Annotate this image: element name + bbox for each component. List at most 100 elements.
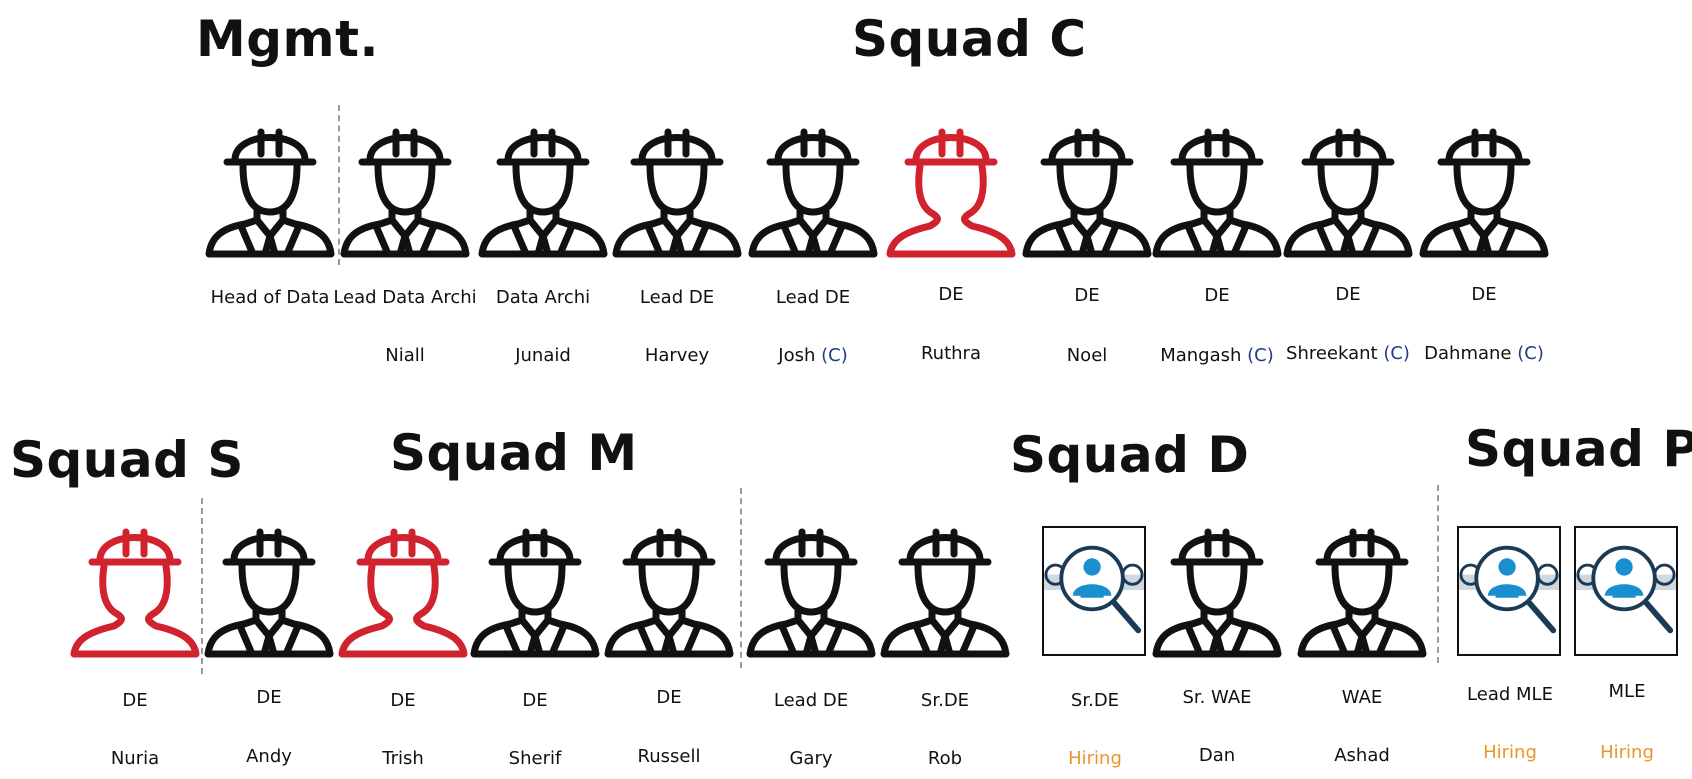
member-role: Sr.DE xyxy=(1070,690,1120,711)
divider-mgmt-squad-c xyxy=(338,105,340,265)
divider-squad-s-squad-m xyxy=(201,498,203,674)
male-worker-hardhat-icon xyxy=(1152,508,1282,658)
member-role: Lead Data Archi xyxy=(333,287,477,308)
member-name-text: Harvey xyxy=(644,345,710,366)
member-name-text: Gary xyxy=(789,748,833,769)
member-name: Niall xyxy=(320,345,490,366)
member-role: Lead MLE xyxy=(1467,684,1553,705)
member-name-text: Niall xyxy=(385,345,425,366)
section-title-squad-m: Squad M xyxy=(390,424,638,482)
member-name-text: Dan xyxy=(1198,745,1236,766)
hiring-search-person-icon xyxy=(1562,508,1692,658)
member-name-text: Ashad xyxy=(1334,745,1390,766)
contractor-flag: (C) xyxy=(821,345,848,366)
contractor-flag: (C) xyxy=(1383,343,1410,364)
member-name: Shreekant (C) xyxy=(1263,343,1433,364)
female-worker-hardhat-icon xyxy=(886,108,1016,258)
hiring-status: Hiring xyxy=(1010,748,1180,769)
member-role: DE xyxy=(938,284,964,305)
member-name: Gary xyxy=(726,748,896,769)
contractor-flag: (C) xyxy=(1247,345,1274,366)
member-name-text: Andy xyxy=(246,746,292,767)
male-worker-hardhat-icon xyxy=(205,108,335,258)
member-name-text: Hiring xyxy=(1068,748,1122,769)
member-name: Sherif xyxy=(450,748,620,769)
member-name: Mangash (C) xyxy=(1132,345,1302,366)
member-role: DE xyxy=(122,690,148,711)
female-worker-hardhat-icon xyxy=(70,508,200,658)
female-worker-hardhat-icon xyxy=(338,508,468,658)
member-role: WAE xyxy=(1341,687,1383,708)
member-name: Dan xyxy=(1132,745,1302,766)
member-name-text: Sherif xyxy=(508,748,562,769)
member-role: MLE xyxy=(1608,681,1646,702)
member-role: DE xyxy=(390,690,416,711)
male-worker-hardhat-icon xyxy=(880,508,1010,658)
member-name: Nuria xyxy=(50,748,220,769)
member-name: Ruthra xyxy=(866,343,1036,364)
member-name-text: Rob xyxy=(927,748,963,769)
male-worker-hardhat-icon xyxy=(1297,508,1427,658)
member-role: Data Archi xyxy=(495,287,591,308)
contractor-flag: (C) xyxy=(1517,343,1544,364)
male-worker-hardhat-icon xyxy=(340,108,470,258)
member-role: DE xyxy=(1471,284,1497,305)
member-name: Rob xyxy=(860,748,1030,769)
member-role: DE xyxy=(656,687,682,708)
member-name-text: Hiring xyxy=(1600,742,1654,763)
member-name-text: Shreekant xyxy=(1286,343,1378,364)
member-name: Junaid xyxy=(458,345,628,366)
hiring-card xyxy=(1574,526,1678,656)
member-name-text: Dahmane xyxy=(1424,343,1512,364)
section-title-mgmt: Mgmt. xyxy=(196,10,380,68)
member-name: Noel xyxy=(1002,345,1172,366)
member-role: DE xyxy=(256,687,282,708)
hiring-status: Hiring xyxy=(1425,742,1595,763)
male-worker-hardhat-icon xyxy=(1152,108,1282,258)
member-name: Josh (C) xyxy=(728,345,898,366)
member-role: Lead DE xyxy=(773,690,849,711)
member-role: Sr. WAE xyxy=(1182,687,1252,708)
hiring-card xyxy=(1457,526,1561,656)
hiring-status: Hiring xyxy=(1542,742,1692,763)
member-role: DE xyxy=(1335,284,1361,305)
member-role: DE xyxy=(522,690,548,711)
male-worker-hardhat-icon xyxy=(746,508,876,658)
member-role: Lead DE xyxy=(639,287,715,308)
section-title-squad-p: Squad P xyxy=(1465,420,1692,478)
member-name-text: Mangash xyxy=(1160,345,1242,366)
male-worker-hardhat-icon xyxy=(1419,108,1549,258)
hiring-search-person-icon xyxy=(1030,508,1160,658)
divider-squad-d-squad-p xyxy=(1437,485,1439,663)
member-role: Sr.DE xyxy=(920,690,970,711)
section-title-squad-d: Squad D xyxy=(1010,426,1250,484)
member-name-text: Hiring xyxy=(1483,742,1537,763)
section-title-squad-c: Squad C xyxy=(852,10,1087,68)
member-name-text: Nuria xyxy=(110,748,160,769)
member-role: Head of Data xyxy=(210,287,330,308)
member-name-text: Trish xyxy=(382,748,424,769)
hiring-search-person-icon xyxy=(1445,508,1575,658)
member-name: Russell xyxy=(584,746,754,767)
male-worker-hardhat-icon xyxy=(1283,108,1413,258)
member-role: Lead DE xyxy=(775,287,851,308)
member-name-text: Ruthra xyxy=(920,343,981,364)
member-name-text: Noel xyxy=(1066,345,1108,366)
member-role: DE xyxy=(1074,285,1100,306)
member-name-text: Josh xyxy=(778,345,816,366)
male-worker-hardhat-icon xyxy=(204,508,334,658)
member-name: Andy xyxy=(184,746,354,767)
divider-squad-m-squad-d xyxy=(740,488,742,668)
member-role: DE xyxy=(1204,285,1230,306)
male-worker-hardhat-icon xyxy=(604,508,734,658)
male-worker-hardhat-icon xyxy=(748,108,878,258)
member-name: Trish xyxy=(318,748,488,769)
hiring-card xyxy=(1042,526,1146,656)
member-name-text: Russell xyxy=(637,746,701,767)
member-name: Ashad xyxy=(1277,745,1447,766)
section-title-squad-s: Squad S xyxy=(10,431,244,489)
male-worker-hardhat-icon xyxy=(470,508,600,658)
male-worker-hardhat-icon xyxy=(478,108,608,258)
member-name: Harvey xyxy=(592,345,762,366)
male-worker-hardhat-icon xyxy=(1022,108,1152,258)
